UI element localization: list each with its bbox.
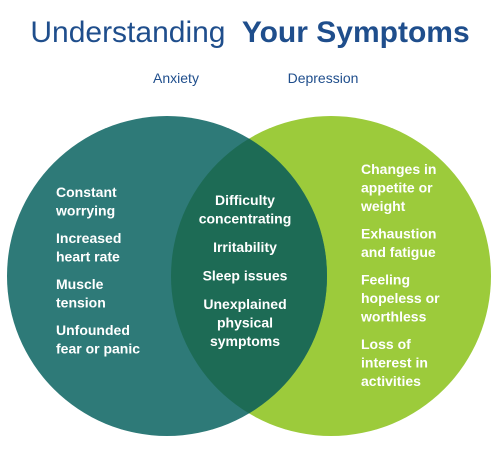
depression-item-line: Exhaustion [361,226,436,242]
anxiety-item-line: Unfounded [56,322,130,338]
depression-item-line: Changes in [361,161,436,177]
shared-items: Difficulty concentratingIrritabilitySleep… [199,192,292,349]
shared-item-line: Unexplained [203,296,286,312]
depression-item-line: activities [361,373,421,389]
depression-item: Feeling hopeless or worthless [360,272,440,325]
title-bold: Your Symptoms [242,16,470,49]
depression-item-line: Loss of [361,336,411,352]
anxiety-item-line: heart rate [56,249,120,265]
depression-item: Loss of interest in activities [361,336,428,389]
shared-item-line: concentrating [199,211,292,227]
anxiety-item-line: Muscle [56,276,104,292]
shared-item-line: Difficulty [215,192,275,208]
shared-item: Unexplained physical symptoms [203,296,286,349]
anxiety-item: Constant worrying [55,184,117,219]
depression-item-line: worthless [360,309,427,325]
shared-item-line: symptoms [210,333,280,349]
anxiety-label: Anxiety [153,70,199,86]
anxiety-item-line: Increased [56,230,121,246]
depression-item: Changes in appetite or weight [360,161,436,214]
title-normal: Understanding [30,16,225,49]
anxiety-item-line: Constant [56,184,117,200]
anxiety-item-line: fear or panic [56,341,140,357]
shared-item: Difficulty concentrating [199,192,292,227]
page-title: Understanding Your Symptoms [30,16,469,49]
overlap-region [171,116,327,436]
anxiety-item-line: tension [56,295,106,311]
depression-label: Depression [288,70,359,86]
shared-item-line: Sleep issues [203,268,288,284]
shared-item-line: physical [217,315,273,331]
anxiety-item: Unfounded fear or panic [56,322,140,357]
depression-item-line: and fatigue [361,244,436,260]
shared-item-line: Irritability [213,239,277,255]
depression-item-line: hopeless or [361,290,440,306]
depression-item-line: Feeling [361,272,410,288]
anxiety-item-line: worrying [55,203,115,219]
depression-item-line: interest in [361,355,428,371]
depression-item-line: appetite or [361,180,433,196]
shared-item: Sleep issues [203,268,288,284]
depression-item: Exhaustion and fatigue [361,226,436,261]
anxiety-item: Muscle tension [56,276,106,311]
anxiety-item: Increased heart rate [56,230,121,265]
depression-item-line: weight [360,198,406,214]
shared-item: Irritability [213,239,277,255]
